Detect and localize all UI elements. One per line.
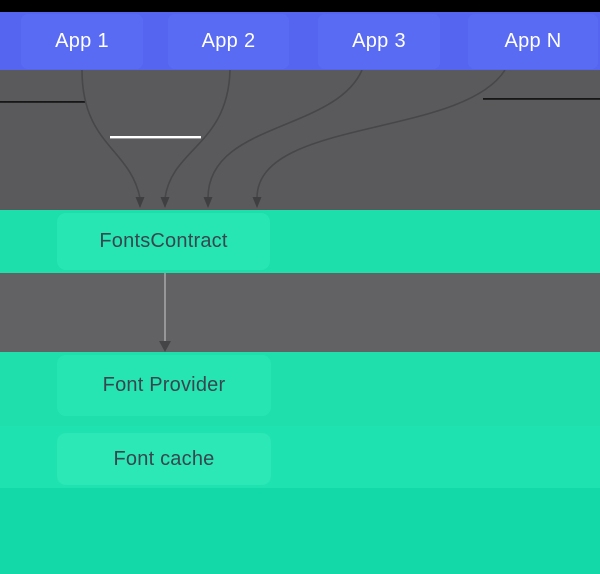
arrowhead-3-icon — [203, 197, 213, 208]
funnel-area — [0, 70, 600, 210]
font-provider-box: Font Provider — [57, 355, 271, 416]
artifact-line-left — [0, 101, 86, 103]
font-provider-bar: Font Provider — [0, 352, 600, 426]
fonts-contract-box: FontsContract — [57, 213, 270, 270]
font-cache-label: Font cache — [113, 447, 215, 470]
app-1-label: App 1 — [55, 30, 109, 52]
artifact-line-white — [110, 136, 201, 139]
arrow-down-icon — [159, 341, 171, 352]
app-n-label: App N — [504, 30, 562, 52]
connector-line — [164, 273, 166, 342]
app-box-2: App 2 — [168, 14, 289, 69]
font-cache-bar: Font cache — [0, 426, 600, 488]
arrowhead-2-icon — [160, 197, 170, 208]
arrowheads — [135, 197, 262, 208]
arrowhead-1-icon — [135, 197, 145, 208]
artifact-line-right — [483, 98, 600, 100]
app-2-label: App 2 — [201, 30, 256, 52]
arrow-curve-app2 — [164, 70, 231, 199]
fonts-contract-label: FontsContract — [99, 230, 228, 252]
app-box-n: App N — [468, 14, 598, 69]
fonts-contract-bar: FontsContract — [0, 210, 600, 273]
font-provider-label: Font Provider — [102, 374, 226, 396]
footer-teal-region — [0, 488, 600, 574]
app-box-1: App 1 — [21, 14, 143, 69]
converging-arrows-graphic — [0, 70, 600, 208]
arrow-curve-app3 — [207, 70, 363, 199]
arrow-curves — [81, 70, 506, 199]
arrow-curve-app1 — [81, 70, 141, 199]
arrowhead-4-icon — [252, 197, 262, 208]
app-3-label: App 3 — [352, 30, 406, 52]
app-box-3: App 3 — [318, 14, 440, 69]
apps-bar: App 1 App 2 App 3 App N — [0, 12, 600, 71]
font-cache-box: Font cache — [57, 433, 271, 485]
gray-gap-band — [0, 273, 600, 352]
letterbox-strip — [0, 0, 600, 12]
arrow-curve-appn — [256, 70, 506, 199]
